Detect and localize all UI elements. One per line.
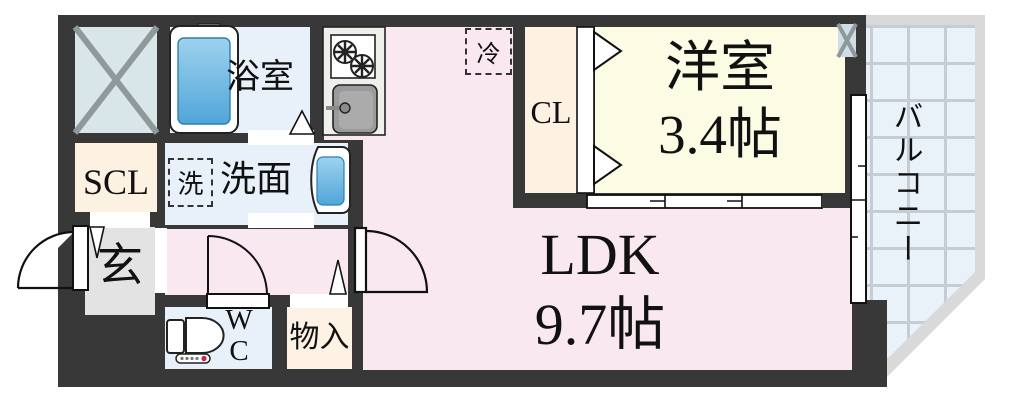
balcony-window [850,94,867,304]
balcony-label: バルコニー [888,100,922,266]
sliding-door [586,193,852,209]
ldk-door-swing [353,226,429,294]
bathroom-label: 浴室 [226,59,294,96]
entrance-step-marker [88,226,106,259]
wc-line2: C [229,335,249,367]
wall-openings [90,130,348,308]
closet-folding-door [576,26,623,194]
storage-label: 物入 [289,321,350,354]
shaft-x-icon [72,25,160,135]
kitchen-sink-icon [326,84,378,134]
bathtub-icon [169,23,239,134]
washbasin-icon [310,146,351,214]
room-storage [287,307,352,369]
washing-machine-spot: 洗 [168,158,213,207]
ldk-label: LDK 9.7帖 [400,220,800,360]
western-room-size: 3.4帖 [658,104,782,165]
closet-label: CL [530,94,572,130]
storage-door-marker [328,259,348,295]
washing-machine-label: 洗 [177,170,204,199]
entrance-label: 玄 [97,240,143,291]
ldk-name: LDK [540,222,660,287]
entrance-door-swing [16,225,89,291]
room-shoe-closet [75,143,157,212]
kitchen-counter [322,26,386,136]
room-closet [525,27,577,193]
washroom-label: 洗面 [220,159,293,199]
western-room-name: 洋室 [664,37,775,98]
shoe-closet-label: SCL [82,162,150,202]
fridge-label: 冷 [476,42,501,68]
room-ldk [363,140,513,208]
bathroom-door-marker [288,109,316,135]
room-western [595,27,845,193]
wc-line1: W [225,304,253,336]
toilet-icon [166,317,225,364]
pipe-space-x-icon [836,23,858,58]
balcony-tiles [862,25,975,369]
fridge-spot: 冷 [465,28,512,75]
wc-label: W C [213,305,265,367]
western-room-label: 洋室 3.4帖 [595,34,845,168]
wc-door-swing [206,235,270,309]
stove-icon [330,34,376,79]
ldk-size: 9.7帖 [534,292,666,357]
room-ldk [363,208,852,370]
